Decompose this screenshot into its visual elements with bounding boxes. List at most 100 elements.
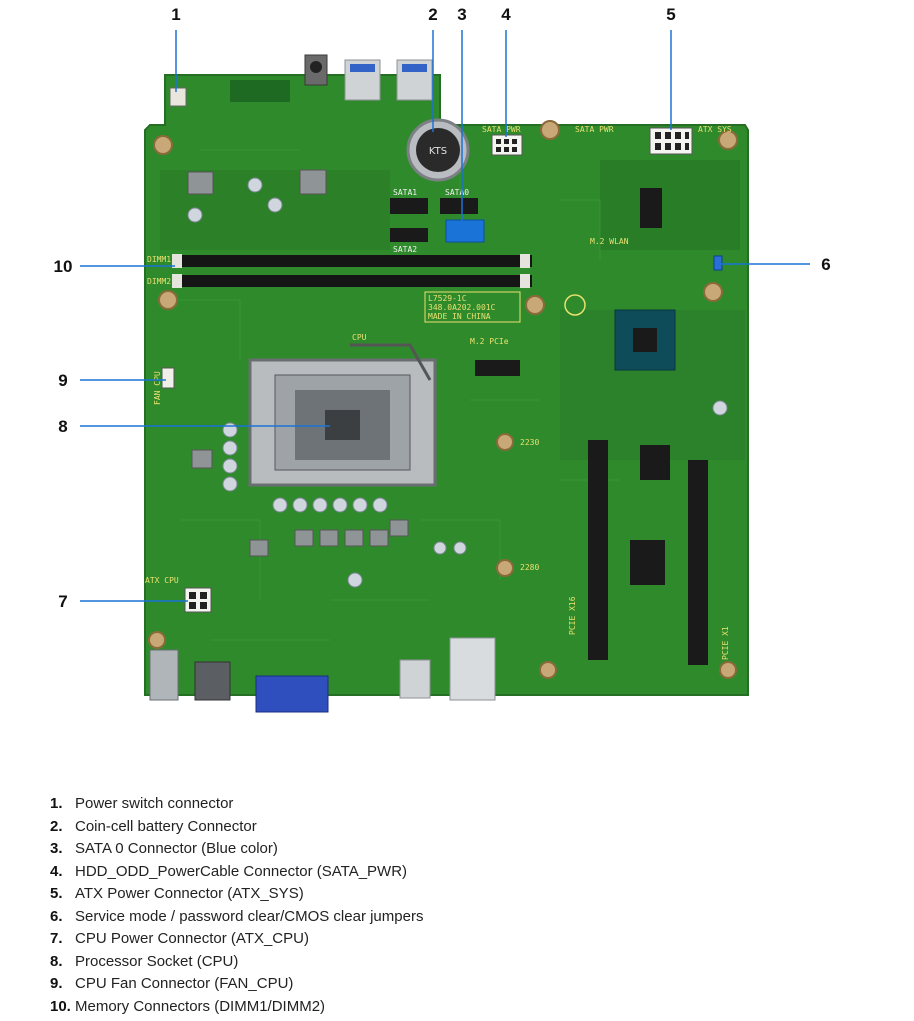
m2-wlan-label: M.2 WLAN	[590, 237, 629, 246]
callout-1: 1	[171, 5, 180, 24]
board-code-line-3: MADE IN CHINA	[428, 312, 491, 321]
pcie-slots: PCIE X16 PCIE X1	[568, 440, 730, 665]
legend-item: 7. CPU Power Connector (ATX_CPU)	[50, 928, 423, 951]
usb-port-bottom	[399, 659, 431, 699]
sata2-label: SATA2	[393, 245, 417, 254]
legend-item: 3. SATA 0 Connector (Blue color)	[50, 838, 423, 861]
coin-cell-battery: KTS	[406, 118, 470, 182]
sata-connector-extra	[440, 198, 478, 214]
callout-6: 6	[821, 255, 830, 274]
callout-2: 2	[428, 5, 437, 24]
sata1-connector	[390, 198, 428, 214]
fan-cpu-connector: FAN CPU	[153, 367, 175, 405]
mounting-hole	[703, 282, 723, 302]
legend-number: 5.	[50, 885, 63, 902]
sata-pwr-label-2: SATA PWR	[575, 125, 614, 134]
callout-3: 3	[457, 5, 466, 24]
cpu-socket: CPU	[248, 333, 437, 487]
legend-text: ATX Power Connector (ATX_SYS)	[75, 885, 304, 902]
legend-number: 9.	[50, 975, 63, 992]
legend-number: 1.	[50, 795, 63, 812]
legend-number: 10.	[50, 997, 71, 1015]
rear-io-top	[230, 54, 433, 102]
battery-brand: KTS	[429, 146, 447, 157]
sata-pwr-label: SATA PWR	[482, 125, 521, 134]
legend-number: 7.	[50, 930, 63, 947]
mounting-holes	[148, 120, 738, 679]
m2-pcie-label: M.2 PCIe	[470, 337, 509, 346]
cmos-jumper	[713, 255, 723, 271]
callout-5: 5	[666, 5, 675, 24]
mounting-hole	[153, 135, 173, 155]
power-switch-connector	[169, 87, 187, 107]
dell-logo	[564, 294, 586, 316]
sata0-label: SATA0	[445, 188, 469, 197]
legend-number: 3.	[50, 840, 63, 857]
legend-list: 1. Power switch connector 2.Coin-cell bat…	[50, 793, 423, 1018]
legend-item: 9. CPU Fan Connector (FAN_CPU)	[50, 973, 423, 996]
legend-item: 2.Coin-cell battery Connector	[50, 816, 423, 839]
sata2-connector	[390, 228, 428, 242]
rear-io-bottom	[149, 637, 496, 713]
legend-text: Processor Socket (CPU)	[75, 952, 239, 970]
mounting-hole	[719, 661, 737, 679]
legend-text: Power switch connector	[75, 795, 234, 812]
mounting-hole	[158, 290, 178, 310]
vga-port	[255, 675, 329, 713]
legend-item: 4. HDD_ODD_PowerCable Connector (SATA_PWR…	[50, 861, 423, 884]
mounting-hole	[540, 120, 560, 140]
ethernet-port	[449, 637, 496, 701]
dimm2-slot	[172, 275, 532, 287]
motherboard-diagram: KTS SATA1 SATA0 SATA2 SATA PWR SATA PWR …	[54, 5, 831, 713]
callout-9: 9	[58, 371, 67, 390]
mounting-hole	[718, 130, 738, 150]
legend-text: Memory Connectors (DIMM1/DIMM2)	[75, 997, 326, 1015]
dimm-slots: DIMM1 DIMM2	[147, 254, 532, 288]
sata-power-connector: SATA PWR SATA PWR	[482, 125, 614, 156]
cpu-label: CPU	[352, 333, 367, 342]
atx-sys-label: ATX SYS	[698, 125, 732, 134]
atx-sys-connector: ATX SYS	[649, 125, 732, 155]
mounting-hole	[539, 661, 557, 679]
legend-number: 4.	[50, 862, 63, 880]
pcie-x16-slot	[588, 440, 608, 660]
displayport	[149, 649, 179, 701]
mounting-hole	[496, 559, 514, 577]
callout-numbers: 1 2 3 4 5 6 7 8 9 10	[54, 5, 831, 611]
sata-connectors: SATA1 SATA0 SATA2	[390, 188, 485, 254]
dimm1-slot	[172, 255, 532, 267]
sata0-connector	[445, 219, 485, 243]
board-code-line-1: L7529-1C	[428, 294, 467, 303]
mounting-hole	[496, 433, 514, 451]
legend-text: SATA 0 Connector (Blue color)	[75, 840, 278, 857]
callout-lines	[80, 30, 810, 602]
callout-4: 4	[501, 5, 511, 24]
legend-text: Service mode / password clear/CMOS clear…	[75, 907, 424, 925]
legend-text: CPU Fan Connector (FAN_CPU)	[75, 975, 294, 992]
legend-item: 1. Power switch connector	[50, 793, 423, 816]
callout-8: 8	[58, 417, 67, 436]
hdmi-port	[194, 661, 231, 701]
pcie-x16-label: PCIE X16	[568, 596, 577, 635]
legend-text: HDD_ODD_PowerCable Connector (SATA_PWR)	[75, 862, 408, 880]
legend-text: CPU Power Connector (ATX_CPU)	[75, 930, 309, 947]
legend-item: 5. ATX Power Connector (ATX_SYS)	[50, 883, 423, 906]
board-code-line-2: 348.0A202.001C	[428, 303, 496, 312]
legend-item: 8.Processor Socket (CPU)	[50, 951, 423, 974]
vrm-chokes	[187, 169, 409, 557]
pcie-x1-label: PCIE X1	[721, 626, 730, 660]
mounting-hole	[525, 295, 545, 315]
dimm2-label: DIMM2	[147, 277, 171, 286]
callout-10: 10	[54, 257, 73, 276]
m2-2280-label: 2280	[520, 563, 539, 572]
sata1-label: SATA1	[393, 188, 417, 197]
atx-cpu-label: ATX CPU	[145, 576, 179, 585]
m2-2230-label: 2230	[520, 438, 539, 447]
legend-item: 6. Service mode / password clear/CMOS cle…	[50, 906, 423, 929]
legend-number: 6.	[50, 907, 63, 925]
chipset	[614, 309, 676, 371]
legend-number: 2.	[50, 817, 63, 835]
pcie-x1-slot	[688, 460, 708, 665]
atx-cpu-connector: ATX CPU	[145, 576, 212, 613]
board-code: L7529-1C 348.0A202.001C MADE IN CHINA	[424, 291, 521, 323]
